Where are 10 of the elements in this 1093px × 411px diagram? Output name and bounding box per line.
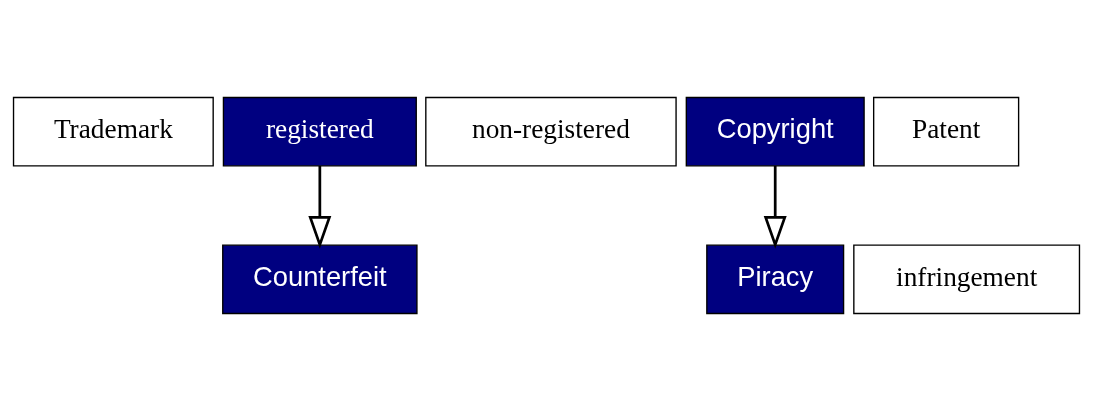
node-box: Trademark [12, 96, 214, 167]
node-box: infringement [853, 244, 1081, 315]
node-box: Piracy [706, 244, 845, 315]
node-box: Patent [873, 96, 1020, 167]
node-box: registered [222, 96, 417, 167]
node-box: non-registered [425, 96, 677, 167]
node-box: Counterfeit [222, 244, 418, 315]
arrow [308, 165, 332, 249]
node-box: Copyright [685, 96, 865, 167]
arrow [763, 165, 787, 249]
